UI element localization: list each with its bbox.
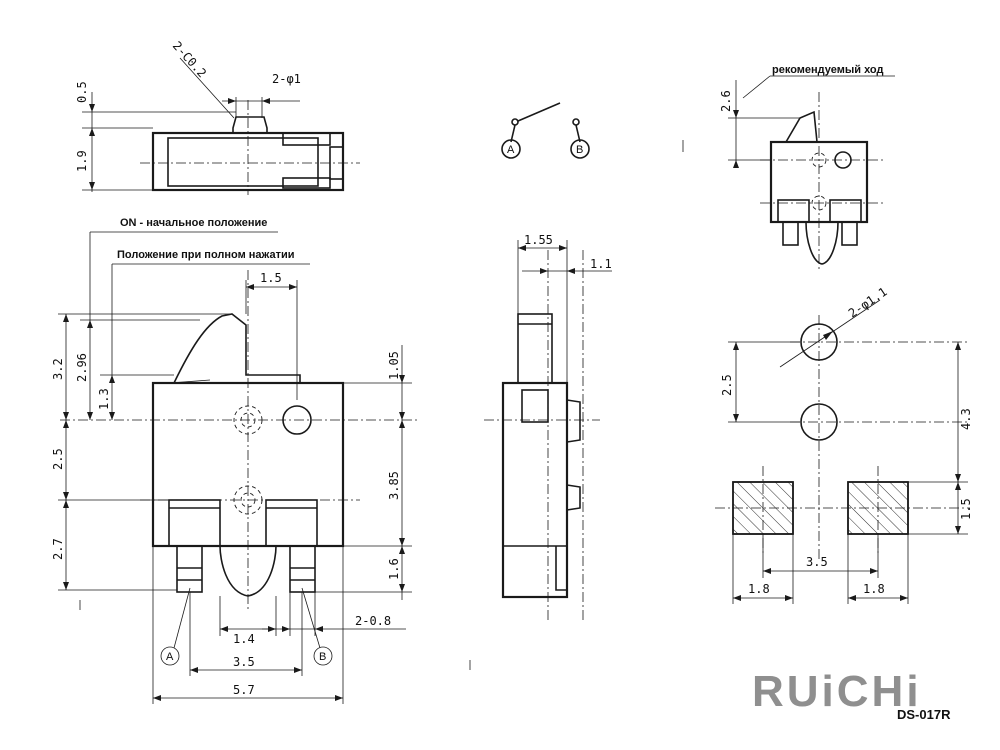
dim-pcb-hole: 2-φ1.1 (846, 285, 890, 321)
side-view: 1.55 1.1 (484, 233, 612, 620)
brand-logo: RUiCHi (752, 667, 922, 716)
top-view: 2-C0.2 2-φ1 0.5 1.9 (75, 39, 360, 195)
pin-b-label-schematic: B (576, 144, 583, 156)
dim-pcb-43: 4.3 (959, 408, 973, 430)
label-full-press: Положение при полном нажатии (117, 249, 295, 261)
model-number: DS-017R (897, 707, 951, 722)
pin-b-label-front: B (319, 651, 326, 663)
switch-schematic: A B (501, 102, 590, 159)
dim-front-35: 3.5 (233, 655, 255, 669)
dim-front-25: 2.5 (51, 448, 65, 470)
dim-pcb-18-right: 1.8 (863, 582, 885, 596)
dim-front-pin-width: 2-0.8 (355, 614, 391, 628)
dim-front-16: 1.6 (387, 558, 401, 580)
dim-top-chamfer: 2-C0.2 (170, 39, 209, 81)
dim-front-13: 1.3 (97, 388, 111, 410)
label-on-initial: ON - начальное положение (120, 217, 267, 229)
dim-side-155: 1.55 (524, 233, 553, 247)
label-recommended-travel: рекомендуемый ход (772, 64, 884, 76)
dim-front-27: 2.7 (51, 538, 65, 560)
pin-a-label-front: A (166, 651, 174, 663)
dim-front-57: 5.7 (233, 683, 255, 697)
dim-pcb-18-left: 1.8 (748, 582, 770, 596)
dim-top-05: 0.5 (75, 81, 89, 103)
pcb-layout: 2-φ1.1 2.5 4.3 1.5 3.5 1.8 (715, 285, 973, 604)
dim-rear-26: 2.6 (719, 90, 733, 112)
dim-top-hole: 2-φ1 (272, 72, 301, 86)
dim-top-19: 1.9 (75, 150, 89, 172)
dim-front-105: 1.05 (387, 351, 401, 380)
front-view: A B ON - начальное положение Положение п… (51, 217, 420, 704)
dim-pcb-15: 1.5 (959, 498, 973, 520)
dim-front-14: 1.4 (233, 632, 255, 646)
dim-side-11: 1.1 (590, 257, 612, 271)
dim-front-296: 2.96 (75, 353, 89, 382)
dim-pcb-35: 3.5 (806, 555, 828, 569)
dim-front-32: 3.2 (51, 358, 65, 380)
dim-pcb-25: 2.5 (720, 374, 734, 396)
rear-view: рекомендуемый ход 2.6 (719, 64, 895, 270)
pin-a-label-schematic: A (507, 144, 515, 156)
dim-front-15: 1.5 (260, 271, 282, 285)
dim-front-385: 3.85 (387, 471, 401, 500)
